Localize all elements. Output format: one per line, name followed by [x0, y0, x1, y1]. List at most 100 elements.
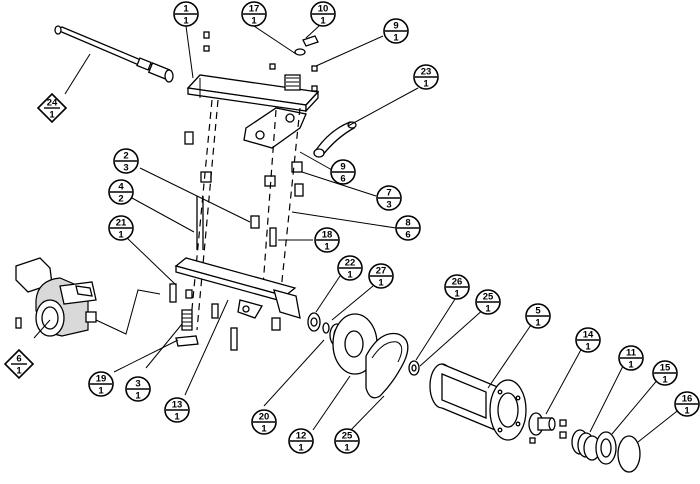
callout-tag: 261: [444, 274, 470, 300]
callout-quantity: 1: [628, 360, 634, 371]
callout-quantity: 1: [118, 230, 124, 241]
callout-quantity: 1: [251, 16, 257, 27]
callout-quantity: 1: [298, 443, 304, 454]
callout-item-number: 12: [296, 431, 307, 442]
callout-tag: 31: [125, 376, 151, 402]
callout-quantity: 1: [347, 270, 353, 281]
callout-quantity: 1: [684, 406, 690, 417]
bushings: [184, 131, 304, 247]
callout-item-number: 6: [16, 354, 21, 365]
callout-item-number: 27: [376, 266, 387, 277]
callout-tag: 121: [288, 428, 314, 454]
callout-item-number: 21: [116, 218, 127, 229]
callout-item-number: 25: [342, 431, 353, 442]
motor-part: [15, 257, 161, 337]
callout-tag: 101: [310, 1, 336, 27]
lower-bracket: [169, 257, 301, 351]
callout-tag: 23: [113, 148, 139, 174]
callout-quantity: 1: [261, 424, 267, 435]
callout-item-number: 20: [259, 412, 270, 423]
callout-item-number: 17: [249, 4, 260, 15]
callout-quantity: 3: [386, 200, 391, 211]
callout-quantity: 1: [320, 16, 326, 27]
callout-item-number: 24: [47, 98, 58, 109]
callout-tag: 241: [36, 92, 68, 124]
callout-tag: 42: [108, 179, 134, 205]
callout-tag: 191: [88, 371, 114, 397]
callout-tag: 131: [164, 397, 190, 423]
callout-quantity: 6: [340, 174, 345, 185]
callout-item-number: 14: [583, 330, 594, 341]
callout-item-number: 13: [172, 400, 183, 411]
callout-quantity: 1: [49, 110, 55, 121]
callout-item-number: 1: [183, 4, 189, 15]
callout-item-number: 26: [452, 277, 463, 288]
callout-quantity: 3: [123, 163, 128, 174]
seal-part: [595, 431, 617, 465]
callout-tag: 221: [337, 255, 363, 281]
hub-part: [528, 412, 567, 444]
callout-tag: 211: [108, 215, 134, 241]
guide-rods: [196, 196, 204, 250]
callout-tag: 86: [395, 215, 421, 241]
callout-quantity: 1: [585, 342, 591, 353]
callout-quantity: 1: [662, 375, 668, 386]
callout-item-number: 11: [626, 348, 637, 359]
callout-quantity: 1: [324, 242, 330, 253]
callout-item-number: 3: [135, 379, 140, 390]
callout-quantity: 1: [378, 278, 384, 289]
callout-tag: 51: [525, 303, 551, 329]
callout-item-number: 23: [421, 67, 432, 78]
callout-quantity: 1: [98, 386, 104, 397]
callout-quantity: 1: [16, 366, 22, 377]
callout-tag: 61: [3, 348, 35, 380]
callout-quantity: 1: [423, 79, 429, 90]
callout-item-number: 22: [345, 258, 356, 269]
drum-part: [429, 363, 527, 441]
top-bracket: [186, 74, 320, 113]
callout-quantity: 1: [135, 391, 141, 402]
callout-item-number: 19: [96, 374, 107, 385]
callout-item-number: 18: [322, 230, 333, 241]
callout-item-number: 25: [483, 292, 494, 303]
callout-item-number: 8: [405, 218, 410, 229]
callout-tag: 141: [575, 327, 601, 353]
callout-item-number: 15: [660, 363, 671, 374]
callout-tag: 251: [475, 289, 501, 315]
callout-quantity: 6: [405, 230, 410, 241]
callout-item-number: 5: [535, 306, 541, 317]
callout-tag: 151: [652, 360, 678, 386]
callout-quantity: 1: [393, 33, 399, 44]
o-ring: [617, 435, 641, 473]
coil-spring: [571, 429, 601, 461]
callout-quantity: 2: [118, 194, 123, 205]
callout-quantity: 1: [485, 304, 491, 315]
callout-quantity: 1: [535, 318, 541, 329]
callout-tag: 171: [241, 1, 267, 27]
callout-tag: 181: [314, 227, 340, 253]
callout-quantity: 1: [174, 412, 180, 423]
handle-part: [313, 121, 357, 158]
callout-tag: 201: [251, 409, 277, 435]
belt-part: [365, 332, 409, 399]
callout-quantity: 1: [183, 16, 189, 27]
callout-quantity: 1: [454, 289, 460, 300]
callout-tag: 91: [383, 18, 409, 44]
callout-tag: 251: [334, 428, 360, 454]
callout-tag: 11: [173, 1, 199, 27]
callout-tag: 96: [330, 159, 356, 185]
shaft-part: [54, 25, 174, 83]
callout-item-number: 9: [393, 21, 398, 32]
callout-item-number: 4: [118, 182, 124, 193]
callout-item-number: 16: [682, 394, 693, 405]
callout-tag: 231: [413, 64, 439, 90]
callout-item-number: 10: [318, 4, 329, 15]
small-washer: [408, 360, 420, 376]
callout-tag: 111: [618, 345, 644, 371]
callout-tag: 73: [376, 185, 402, 211]
spring-part: [175, 309, 199, 347]
callout-item-number: 7: [386, 188, 391, 199]
